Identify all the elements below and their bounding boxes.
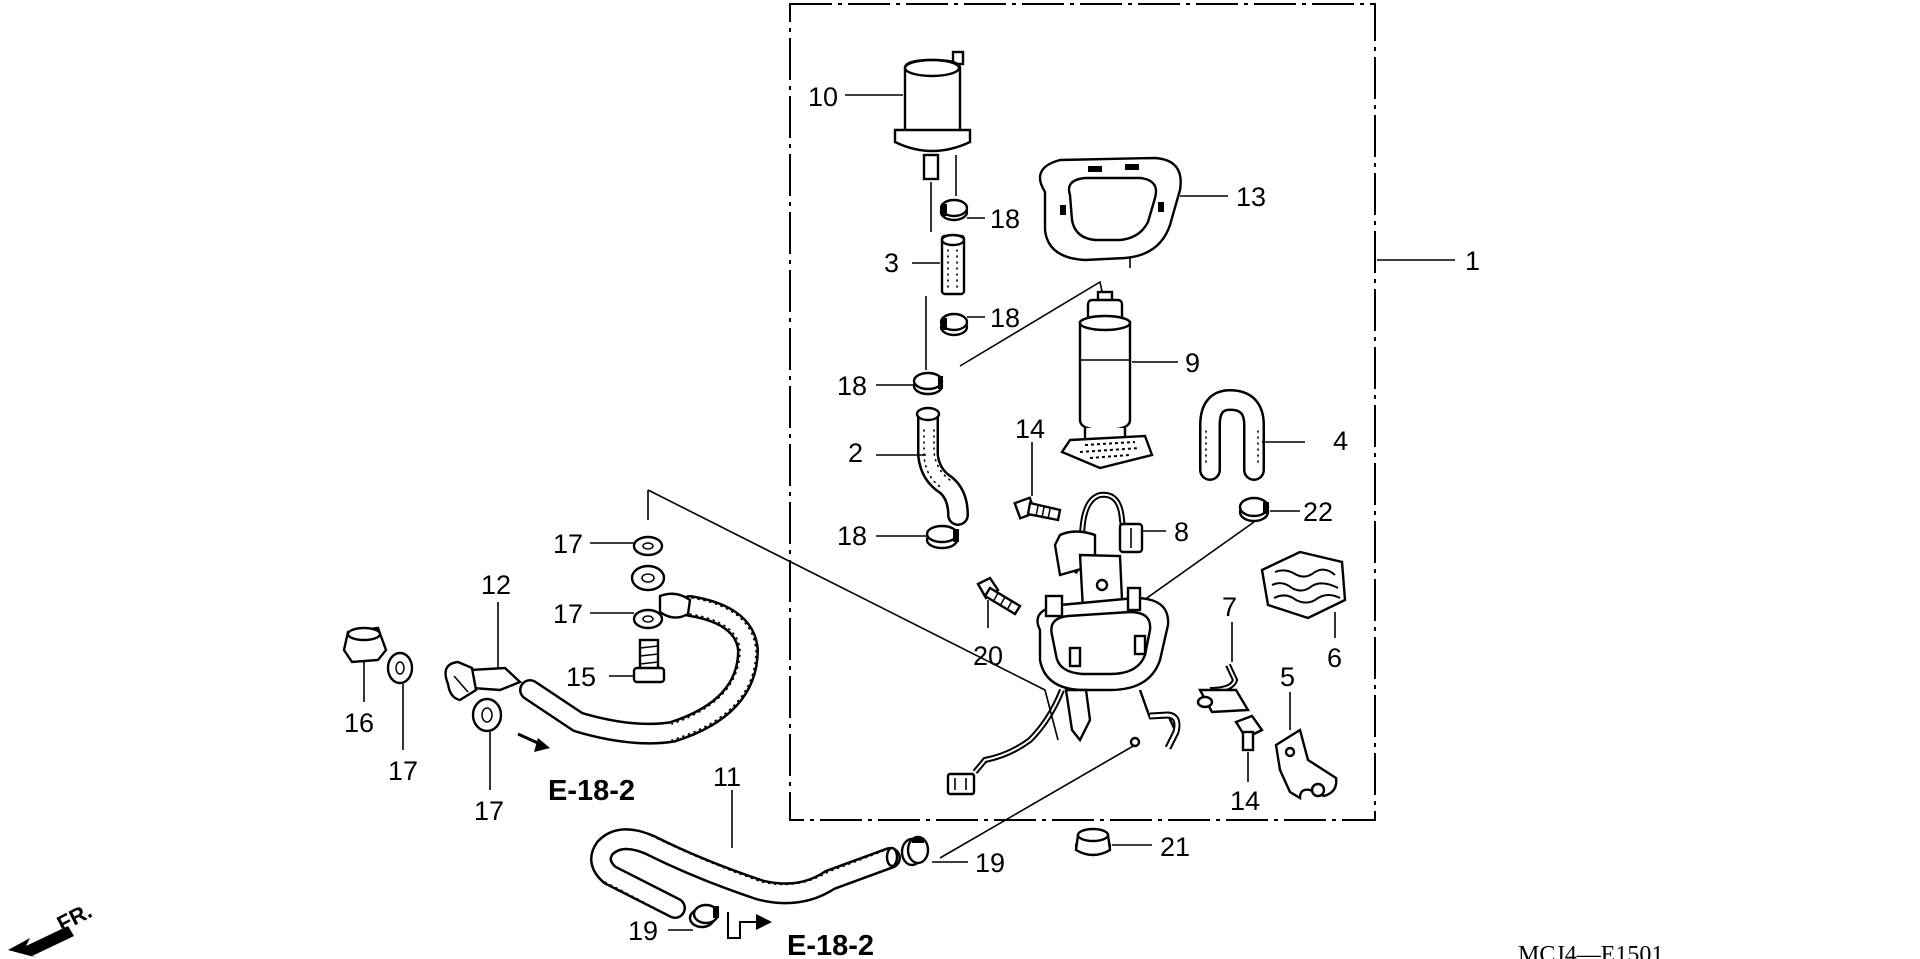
reference-label-upper[interactable]: E-18-2 [548, 775, 635, 807]
callout-11[interactable]: 11 [713, 762, 741, 792]
sealing-washer[interactable] [632, 608, 664, 630]
hose-clamp[interactable] [912, 371, 944, 396]
callout-14-upper[interactable]: 14 [1015, 414, 1045, 444]
callout-19-left[interactable]: 19 [628, 916, 658, 946]
return-hose[interactable] [1199, 389, 1265, 481]
hose-clamp-19[interactable] [900, 835, 930, 867]
leader-lines [363, 94, 1336, 931]
callout-1[interactable]: 1 [1465, 246, 1480, 276]
grommet[interactable] [1074, 827, 1112, 857]
cap-nut[interactable] [342, 626, 388, 664]
callout-7[interactable]: 7 [1222, 592, 1237, 622]
front-indicator: FR. [8, 898, 96, 958]
callout-17-top[interactable]: 17 [553, 529, 583, 559]
callout-3[interactable]: 3 [884, 248, 899, 278]
callout-18-fourth[interactable]: 18 [837, 521, 867, 551]
drawing-code: MCJ4—E1501 [1518, 942, 1663, 959]
hose-clamp[interactable] [939, 198, 969, 222]
callout-15[interactable]: 15 [566, 662, 596, 692]
flange-bolt[interactable] [976, 576, 1022, 616]
tank-seal-ring[interactable] [1038, 156, 1182, 268]
callout-8[interactable]: 8 [1174, 517, 1189, 547]
fuel-strainer-foam[interactable] [1260, 550, 1347, 620]
sealing-washer[interactable] [632, 535, 664, 557]
bracket-bolt[interactable] [1234, 714, 1264, 752]
banjo-fitting[interactable] [630, 564, 666, 592]
callout-18-second[interactable]: 18 [990, 303, 1020, 333]
wire-clip[interactable] [1196, 663, 1251, 714]
callout-10[interactable]: 10 [808, 82, 838, 112]
hose-clamp-19[interactable] [688, 903, 720, 929]
callout-17-bottom[interactable]: 17 [474, 796, 504, 826]
callout-19-right[interactable]: 19 [975, 848, 1005, 878]
short-fuel-hose[interactable] [940, 233, 966, 296]
callout-13[interactable]: 13 [1236, 182, 1266, 212]
callout-5[interactable]: 5 [1280, 662, 1295, 692]
callout-20[interactable]: 20 [973, 641, 1003, 671]
hose-clamp[interactable] [939, 312, 969, 337]
callout-18-third[interactable]: 18 [837, 371, 867, 401]
pump-connector-wire[interactable] [946, 688, 1065, 796]
callout-6[interactable]: 6 [1327, 643, 1342, 673]
flow-arrow [517, 732, 550, 752]
reference-label-lower[interactable]: E-18-2 [787, 930, 874, 959]
callout-22[interactable]: 22 [1303, 497, 1333, 527]
banjo-bolt[interactable] [632, 638, 666, 684]
fuel-pump[interactable] [1060, 290, 1154, 470]
fuel-filter[interactable] [893, 25, 972, 232]
fuel-feed-hose[interactable] [444, 592, 759, 745]
callout-21[interactable]: 21 [1160, 832, 1190, 862]
callout-17-middle[interactable]: 17 [553, 599, 583, 629]
flow-arrow [727, 912, 772, 939]
sealing-washer[interactable] [471, 697, 503, 733]
callouts: 1 2 3 4 5 6 7 8 9 10 11 12 13 14 14 15 1… [344, 82, 1480, 946]
callout-18-first[interactable]: 18 [990, 204, 1020, 234]
hose-clamp[interactable] [925, 524, 959, 550]
callout-12[interactable]: 12 [481, 570, 511, 600]
callout-16[interactable]: 16 [344, 708, 374, 738]
pump-base-plate[interactable] [1036, 530, 1181, 750]
callout-14-lower[interactable]: 14 [1230, 786, 1260, 816]
breather-hose[interactable] [590, 828, 901, 919]
mounting-bracket[interactable] [1274, 728, 1338, 801]
pump-bolt[interactable] [1013, 496, 1062, 522]
callout-2[interactable]: 2 [848, 438, 863, 468]
assembly-frame [789, 3, 1455, 821]
bent-fuel-hose[interactable] [915, 406, 969, 526]
callout-4[interactable]: 4 [1333, 426, 1348, 456]
callout-9[interactable]: 9 [1185, 348, 1200, 378]
callout-17-left[interactable]: 17 [388, 756, 418, 786]
sealing-washer[interactable] [386, 651, 414, 685]
hose-clamp-22[interactable] [1238, 496, 1270, 523]
